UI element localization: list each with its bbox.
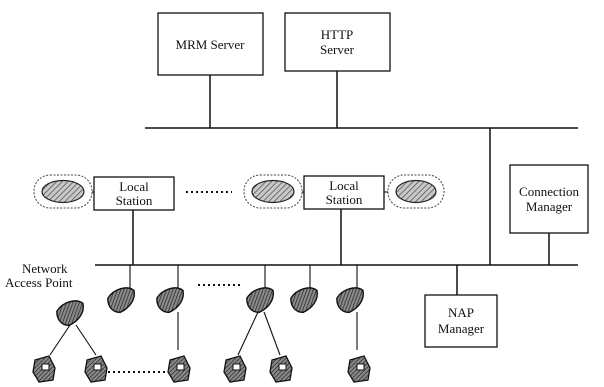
local-station-1-label-line2: Station bbox=[116, 193, 153, 208]
local-station-2-label-line2: Station bbox=[326, 192, 363, 207]
satellite-node-icon bbox=[243, 174, 303, 209]
local-station-2: Local Station bbox=[303, 175, 385, 210]
access-point-icon bbox=[336, 287, 364, 314]
nap-manager-label-line1: NAP bbox=[448, 305, 474, 320]
http-server-label-line2: Server bbox=[320, 42, 355, 57]
terminal-icon bbox=[84, 355, 108, 383]
terminal-icon bbox=[269, 355, 293, 383]
local-station-2-label-line1: Local bbox=[329, 178, 359, 193]
http-server: HTTP Server bbox=[284, 12, 391, 72]
access-point-drops bbox=[129, 265, 358, 290]
terminal-icon bbox=[347, 355, 371, 383]
access-point-icon bbox=[246, 287, 274, 314]
access-point-icon bbox=[156, 287, 184, 314]
mrm-server: MRM Server bbox=[157, 12, 264, 76]
local-station-1: Local Station bbox=[93, 176, 175, 211]
mrm-server-label: MRM Server bbox=[176, 37, 246, 52]
access-point-icons bbox=[56, 287, 364, 327]
terminal-icon bbox=[167, 355, 191, 383]
network-access-point-label-line1: Network bbox=[22, 261, 68, 276]
connection-manager-label-line2: Manager bbox=[526, 199, 573, 214]
terminal-links bbox=[49, 311, 358, 356]
connection-manager: Connection Manager bbox=[509, 164, 589, 234]
terminal-icons bbox=[32, 355, 371, 383]
access-point-icon bbox=[56, 300, 84, 327]
http-server-label-line1: HTTP bbox=[321, 27, 354, 42]
nap-manager: NAP Manager bbox=[424, 294, 498, 348]
nap-manager-label-line2: Manager bbox=[438, 321, 485, 336]
network-access-point-label-line2: Access Point bbox=[5, 275, 73, 290]
satellite-node-icon bbox=[33, 174, 93, 209]
terminal-icon bbox=[32, 355, 56, 383]
access-point-icon bbox=[107, 287, 135, 314]
connection-manager-label-line1: Connection bbox=[519, 184, 579, 199]
satellite-node-icon bbox=[387, 174, 445, 209]
local-station-1-label-line1: Local bbox=[119, 179, 149, 194]
terminal-icon bbox=[223, 355, 247, 383]
access-point-icon bbox=[290, 287, 318, 314]
